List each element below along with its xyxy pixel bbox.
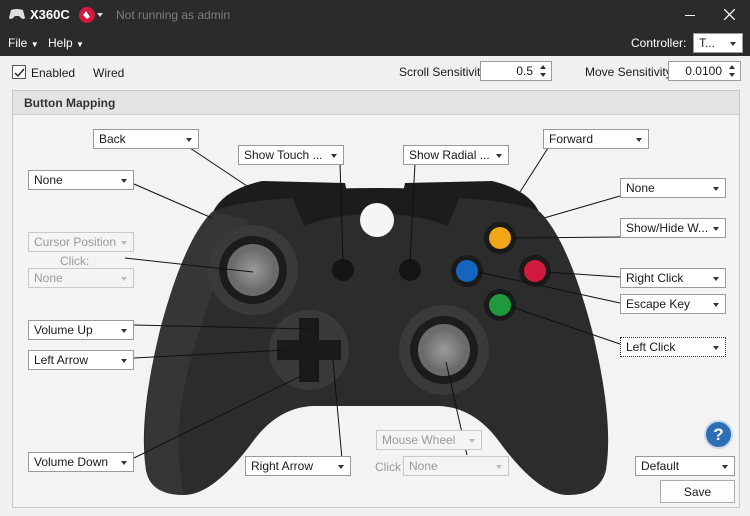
controller-label: Controller: [631,36,687,50]
right-stick-click-select[interactable]: None [403,456,509,476]
a-button-graphic [489,294,511,316]
start-button-graphic [399,259,421,281]
y-button-graphic [489,227,511,249]
app-title: X360C [30,7,70,22]
chevron-down-icon: ▼ [76,40,84,49]
back-button-mapping-select[interactable]: Show Touch ... [238,145,344,165]
spinner-arrows-icon[interactable] [538,63,548,79]
left-stick-click-select[interactable]: None [28,268,134,288]
leader-lines [124,147,621,460]
checkmark-icon [14,68,25,78]
help-icon[interactable]: ? [704,420,733,449]
close-button[interactable] [718,3,742,27]
y-button-mapping-select[interactable]: Show/Hide W... [620,218,726,238]
menu-help-label: Help [48,36,73,50]
minimize-icon [685,15,695,16]
left-bumper-mapping-select[interactable]: None [28,170,134,190]
left-stick-mode-select[interactable]: Cursor Position [28,232,134,252]
left-stick-click-label: Click: [60,254,90,268]
x-button-mapping-select[interactable]: Escape Key [620,294,726,314]
scroll-sensitivity-value: 0.5 [516,64,533,78]
x-button-graphic [456,260,478,282]
right-stick-mode-select[interactable]: Mouse Wheel [376,430,482,450]
title-bar: X360C Not running as admin [0,0,750,30]
guide-button [360,203,394,237]
panel-title: Button Mapping [13,91,739,115]
forward-mapping-select[interactable]: Forward [543,129,649,149]
b-button-graphic [524,260,546,282]
close-icon [724,9,735,20]
left-stick-center [233,250,273,290]
save-button[interactable]: Save [660,480,735,503]
back-mapping-select[interactable]: Back [93,129,199,149]
admin-shield-icon[interactable] [78,6,106,24]
body-shading [144,212,250,495]
right-stick-center [424,330,464,370]
scroll-sensitivity-label: Scroll Sensitivity: [399,65,490,79]
dpad [277,318,341,382]
move-sensitivity-label: Move Sensitivity: [585,65,676,79]
start-button-mapping-select[interactable]: Show Radial ... [403,145,509,165]
right-stick-click-label: Click [375,460,401,474]
move-sensitivity-input[interactable]: 0.0100 [668,61,741,81]
profile-select[interactable]: Default [635,456,735,476]
back-button-graphic [332,259,354,281]
move-sensitivity-value: 0.0100 [685,64,722,78]
admin-status: Not running as admin [116,8,231,22]
wired-label: Wired [93,66,125,80]
gamepad-icon [9,9,25,19]
dpad-down-mapping-select[interactable]: Volume Down [28,452,134,472]
menu-file-label: File [8,36,28,50]
dpad-left-mapping-select[interactable]: Left Arrow [28,350,134,370]
menu-help[interactable]: Help ▼ [48,36,84,50]
controller-select[interactable]: T... [693,33,743,53]
dpad-right-mapping-select[interactable]: Right Arrow [245,456,351,476]
enabled-checkbox[interactable] [12,65,26,79]
spinner-arrows-icon[interactable] [727,63,737,79]
dpad-up-mapping-select[interactable]: Volume Up [28,320,134,340]
menu-file[interactable]: File ▼ [8,36,39,50]
b-button-mapping-select[interactable]: Right Click [620,268,726,288]
minimize-button[interactable] [679,3,701,27]
enabled-label: Enabled [31,66,76,80]
scroll-sensitivity-input[interactable]: 0.5 [480,61,552,81]
a-button-mapping-select[interactable]: Left Click [620,337,726,357]
chevron-down-icon: ▼ [30,40,39,49]
menu-bar: File ▼ Help ▼ Controller: T... [0,30,750,56]
right-bumper-mapping-select[interactable]: None [620,178,726,198]
